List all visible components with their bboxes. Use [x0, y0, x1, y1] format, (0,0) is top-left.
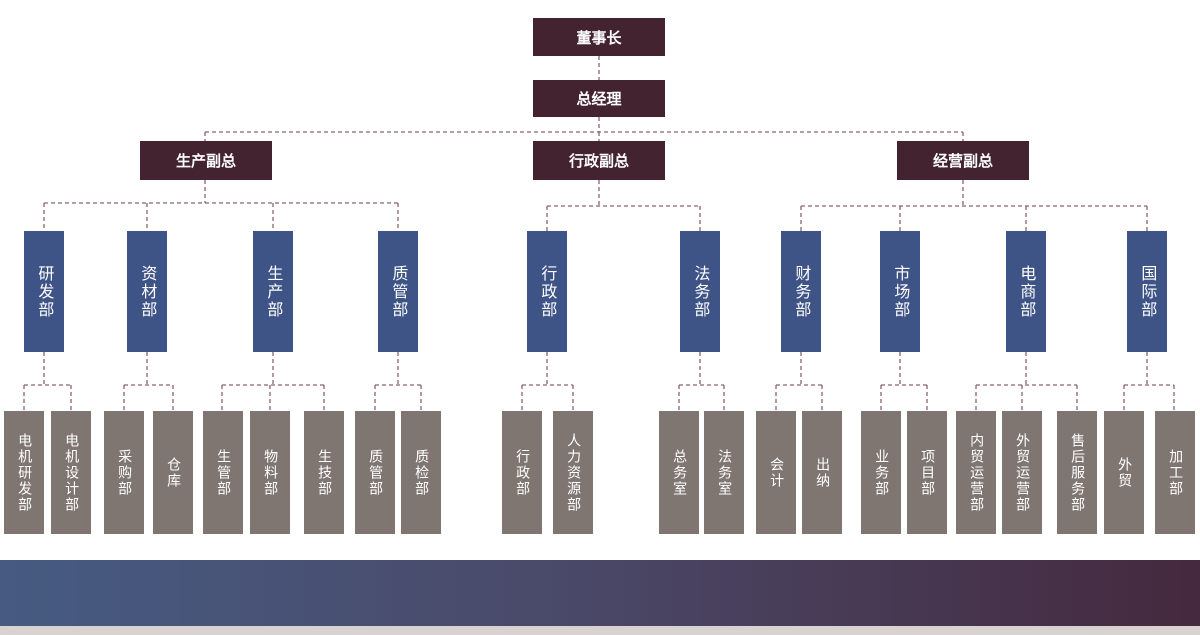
- chairman-box: 董事长: [533, 18, 665, 56]
- dept-international-box: 国际部: [1127, 231, 1167, 352]
- dept-quality-box: 质管部: [378, 231, 418, 352]
- general-manager-label: 总经理: [576, 90, 622, 108]
- dept-admin-box: 行政部: [527, 231, 567, 352]
- sub-prod-tech-label: 生技部: [316, 448, 333, 497]
- chairman-label: 董事长: [576, 28, 622, 47]
- sub-cashier-label: 出纳: [814, 456, 831, 489]
- dept-finance-box: 财务部: [781, 231, 821, 352]
- general-manager-box: 总经理: [533, 80, 665, 117]
- sub-business-label: 业务部: [873, 448, 890, 497]
- sub-hr-box: 人力资源部: [553, 411, 593, 534]
- sub-admin-label: 行政部: [514, 448, 531, 497]
- sub-aftersales-box: 售后服务部: [1057, 411, 1097, 534]
- sub-rd-motor-dev-label: 电机研发部: [16, 432, 33, 513]
- dept-materials-label: 资材部: [138, 264, 158, 319]
- sub-prod-mgmt-box: 生管部: [203, 411, 243, 534]
- sub-admin-box: 行政部: [502, 411, 542, 534]
- vp-business-label: 经营副总: [932, 152, 993, 170]
- sub-cashier-box: 出纳: [802, 411, 842, 534]
- dept-ecommerce-label: 电商部: [1017, 264, 1037, 319]
- dept-rd-box: 研发部: [24, 231, 64, 352]
- dept-ecommerce-box: 电商部: [1006, 231, 1046, 352]
- sub-qual-inspect-label: 质检部: [413, 448, 430, 497]
- sub-prod-material-label: 物料部: [262, 448, 279, 497]
- dept-market-box: 市场部: [880, 231, 920, 352]
- sub-aftersales-label: 售后服务部: [1069, 432, 1086, 513]
- sub-prod-tech-box: 生技部: [304, 411, 344, 534]
- sub-foreign-trade-label: 外贸: [1116, 456, 1133, 489]
- sub-rd-motor-design-box: 电机设计部: [51, 411, 91, 534]
- sub-domestic-ops-label: 内贸运营部: [968, 432, 985, 513]
- vp-admin-box: 行政副总: [533, 141, 665, 180]
- vp-admin-label: 行政副总: [568, 152, 629, 170]
- sub-accounting-box: 会计: [756, 411, 796, 534]
- dept-production-box: 生产部: [253, 231, 293, 352]
- sub-prod-mgmt-label: 生管部: [215, 448, 232, 497]
- sub-purchase-label: 采购部: [116, 448, 133, 497]
- footer-gradient-band: [0, 560, 1200, 626]
- sub-general-affairs-box: 总务室: [659, 411, 699, 534]
- sub-processing-label: 加工部: [1167, 448, 1184, 497]
- sub-project-label: 项目部: [919, 448, 936, 497]
- dept-market-label: 市场部: [891, 264, 911, 319]
- dept-legal-label: 法务部: [691, 264, 711, 319]
- sub-business-box: 业务部: [861, 411, 901, 534]
- sub-warehouse-label: 仓库: [165, 456, 182, 489]
- sub-qual-mgmt-label: 质管部: [367, 448, 384, 497]
- sub-hr-label: 人力资源部: [565, 432, 582, 513]
- sub-foreign-ops-box: 外贸运营部: [1002, 411, 1042, 534]
- vp-production-label: 生产副总: [175, 152, 236, 170]
- sub-warehouse-box: 仓库: [153, 411, 193, 534]
- dept-quality-label: 质管部: [389, 264, 409, 319]
- sub-qual-inspect-box: 质检部: [401, 411, 441, 534]
- sub-processing-box: 加工部: [1155, 411, 1195, 534]
- sub-accounting-label: 会计: [768, 456, 785, 489]
- footer-strip: [0, 626, 1200, 635]
- sub-legal-office-box: 法务室: [704, 411, 744, 534]
- dept-admin-label: 行政部: [538, 264, 558, 319]
- sub-foreign-ops-label: 外贸运营部: [1014, 432, 1031, 513]
- sub-legal-office-label: 法务室: [716, 448, 733, 497]
- dept-rd-label: 研发部: [35, 264, 55, 319]
- dept-finance-label: 财务部: [792, 264, 812, 319]
- dept-materials-box: 资材部: [127, 231, 167, 352]
- vp-production-box: 生产副总: [140, 141, 272, 180]
- sub-foreign-trade-box: 外贸: [1104, 411, 1144, 534]
- sub-domestic-ops-box: 内贸运营部: [956, 411, 996, 534]
- sub-project-box: 项目部: [907, 411, 947, 534]
- sub-purchase-box: 采购部: [104, 411, 144, 534]
- dept-legal-box: 法务部: [680, 231, 720, 352]
- sub-rd-motor-design-label: 电机设计部: [63, 432, 80, 513]
- org-chart: 董事长 总经理 生产副总 行政副总 经营副总 研发部 资材部 生产部 质管部 行…: [4, 18, 1195, 534]
- sub-qual-mgmt-box: 质管部: [355, 411, 395, 534]
- dept-production-label: 生产部: [264, 264, 284, 319]
- sub-prod-material-box: 物料部: [250, 411, 290, 534]
- sub-rd-motor-dev-box: 电机研发部: [4, 411, 44, 534]
- sub-general-affairs-label: 总务室: [671, 448, 688, 497]
- connector-lines: [23, 56, 1175, 411]
- dept-international-label: 国际部: [1138, 264, 1158, 319]
- vp-business-box: 经营副总: [897, 141, 1029, 180]
